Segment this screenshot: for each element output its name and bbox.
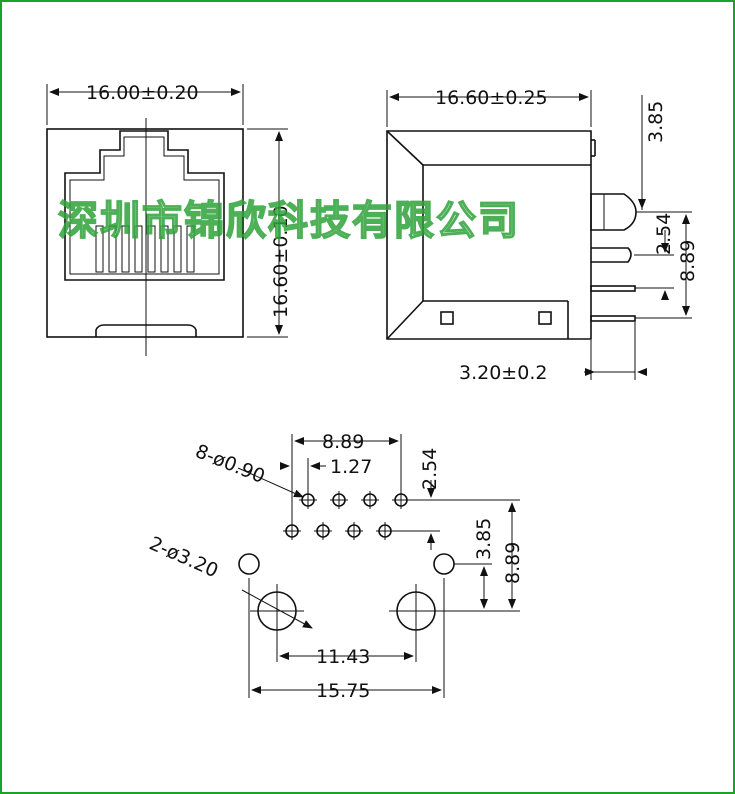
front-body-outline	[46, 128, 244, 338]
locating-hole-left	[238, 553, 260, 575]
contact-fingers	[95, 225, 195, 273]
fp-span-dim: 8.89	[322, 431, 364, 453]
post-hole-left	[250, 584, 304, 662]
fp-post-offset-dim: 3.85	[473, 518, 495, 560]
side-pitch-dim: 2.54	[653, 213, 675, 255]
side-marker-right	[538, 311, 552, 325]
fp-post-row-dim: 8.89	[502, 542, 524, 584]
front-height-dim: 16.60±0.10	[270, 205, 292, 318]
side-view: 16.60±0.25 3.85 2.54 8.89 3.20±0.2	[386, 87, 699, 384]
socket-opening	[64, 130, 225, 281]
post-hole-right	[389, 584, 443, 662]
fp-post-holes-leader	[241, 589, 313, 629]
side-pin-len-dim: 3.20±0.2	[459, 362, 547, 384]
side-pin-2	[590, 315, 636, 322]
fp-pin-holes-note: 8-ø0.90	[192, 440, 268, 488]
socket-inner-profile	[69, 136, 220, 275]
fp-pitch-dim: 1.27	[330, 456, 372, 478]
front-width-dim: 16.00±0.20	[86, 82, 199, 104]
footprint-view: 8.89 1.27 2.54 8-ø0.90 2-ø3.20 3.85 8.89…	[146, 431, 524, 702]
side-row-dim: 8.89	[677, 240, 699, 282]
side-pin-1	[590, 285, 636, 292]
front-view: 16.00±0.20 16.60±0.10	[46, 82, 292, 356]
fp-pin-holes-leader	[237, 467, 304, 498]
side-body-outline	[386, 130, 592, 340]
fp-row-pitch-dim: 2.54	[419, 448, 441, 490]
side-bent-pin	[591, 247, 632, 263]
side-depth-dim: 16.60±0.25	[435, 87, 548, 109]
side-pin-top-dim: 3.85	[645, 101, 667, 143]
fp-outline-width-dim: 15.75	[316, 680, 370, 702]
side-marker-left	[440, 311, 454, 325]
pin-holes-top-row	[299, 491, 410, 509]
side-post	[590, 193, 637, 231]
fp-post-holes-note: 2-ø3.20	[146, 532, 222, 582]
locating-hole-right	[433, 553, 455, 575]
pin-holes-bottom-row	[283, 522, 394, 540]
company-watermark: 深圳市锦欣科技有限公司	[58, 198, 520, 244]
fp-post-spacing-dim: 11.43	[316, 646, 370, 668]
